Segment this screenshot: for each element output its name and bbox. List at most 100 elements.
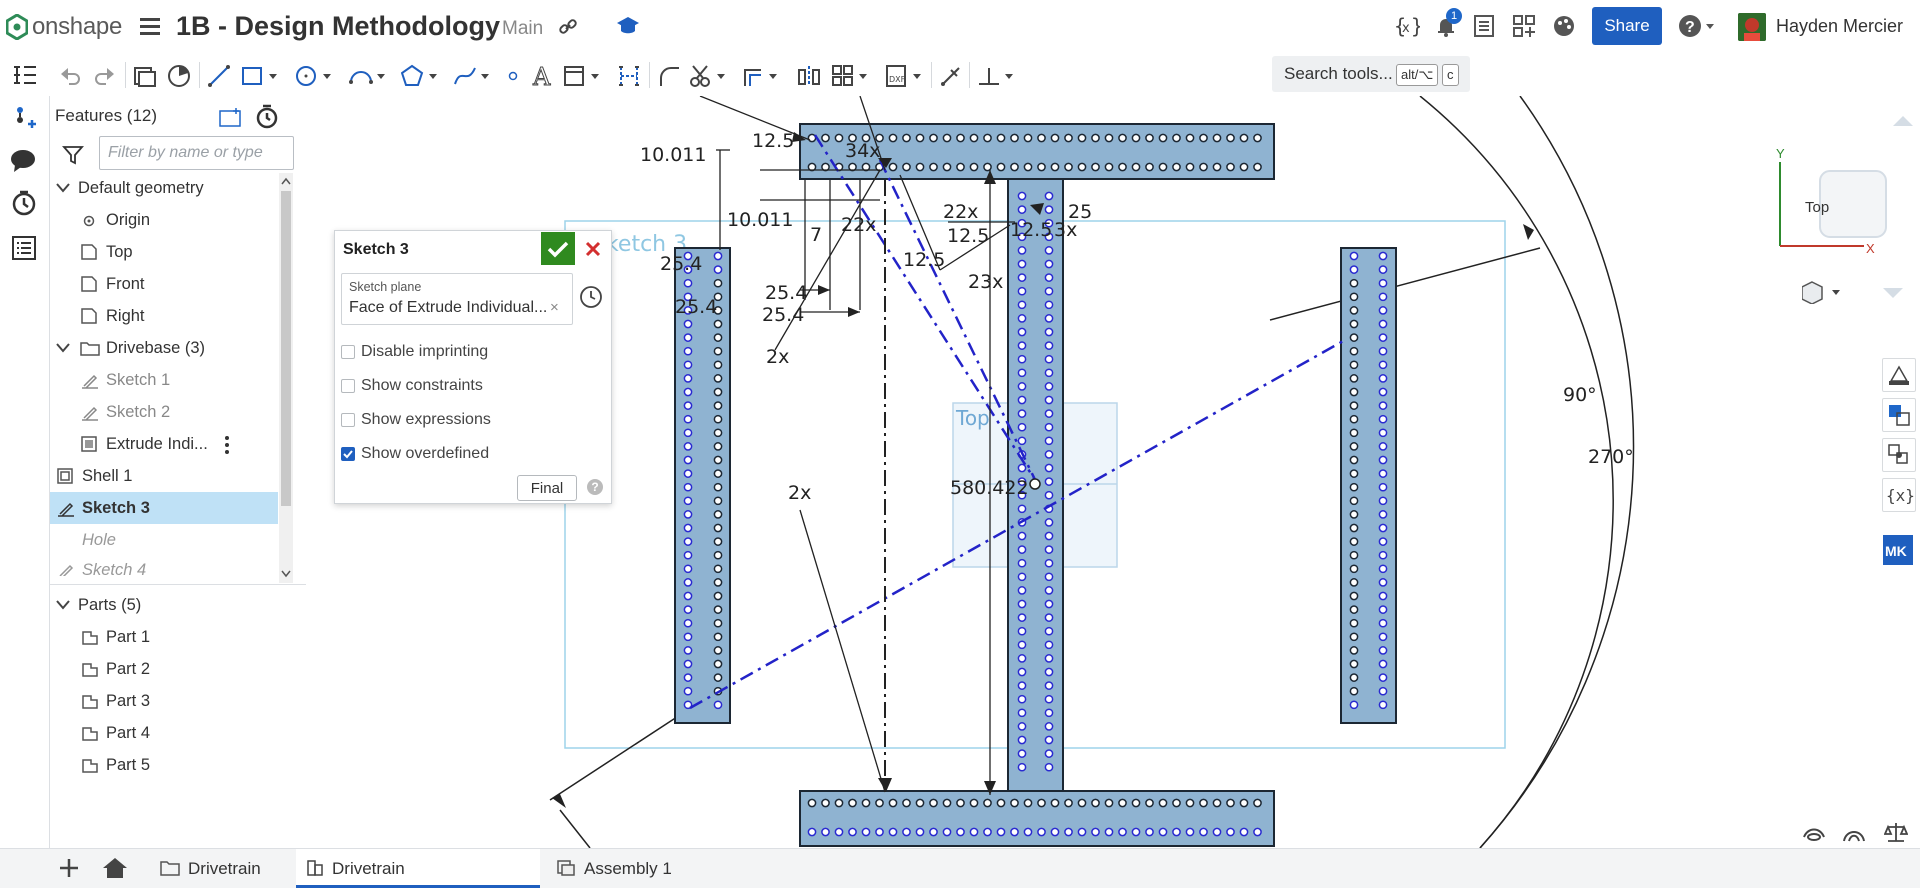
render-studio-icon[interactable] <box>1552 14 1576 38</box>
view-cube-face-label[interactable]: Top <box>1805 199 1830 216</box>
camera-icon[interactable] <box>1802 823 1826 843</box>
text-tool-icon[interactable]: A <box>531 64 557 88</box>
tab-folder-drivetrain[interactable]: Drivetrain <box>152 849 286 888</box>
history-icon[interactable] <box>10 190 38 218</box>
user-avatar[interactable] <box>1738 13 1766 41</box>
mass-properties-icon[interactable] <box>1884 821 1908 843</box>
history-icon[interactable] <box>579 285 603 309</box>
tree-item-top-plane[interactable]: Top <box>50 236 278 268</box>
app-store-icon[interactable] <box>1512 14 1536 38</box>
tree-item-right-plane[interactable]: Right <box>50 300 278 332</box>
search-tools-input[interactable]: Search tools... alt/⌥ c <box>1272 56 1470 92</box>
offset-tool-icon[interactable] <box>741 64 781 88</box>
insert-image-icon[interactable] <box>563 64 603 88</box>
tab-assembly-1[interactable]: Assembly 1 <box>548 849 792 888</box>
part-item[interactable]: Part 1 <box>50 621 278 653</box>
tab-partstudio-drivetrain[interactable]: Drivetrain <box>296 849 540 888</box>
circle-tool-icon[interactable] <box>295 64 335 88</box>
filter-icon[interactable] <box>62 144 84 166</box>
tree-folder-default-geometry[interactable]: Default geometry <box>50 172 278 204</box>
right-panel-mates[interactable] <box>1882 438 1916 472</box>
checkbox[interactable] <box>341 413 355 427</box>
tree-item-extrude[interactable]: Extrude Indi... <box>50 428 278 460</box>
mkcad-app-icon[interactable]: MK <box>1882 534 1916 568</box>
spline-tool-icon[interactable] <box>453 64 493 88</box>
variable-studio-icon[interactable]: {x} <box>1394 14 1420 38</box>
part-item[interactable]: Part 5 <box>50 749 278 781</box>
sketch-canvas[interactable]: Sketch 3 Top <box>306 96 1920 848</box>
redo-icon[interactable] <box>94 64 116 86</box>
import-dxf-icon[interactable]: DXF <box>885 64 925 88</box>
tree-item-hole[interactable]: Hole <box>50 524 278 556</box>
part-item[interactable]: Part 2 <box>50 653 278 685</box>
view-options-icon[interactable] <box>1802 280 1846 304</box>
configuration-icon[interactable] <box>10 104 38 132</box>
document-title[interactable]: 1B - Design Methodology <box>176 11 500 41</box>
checkbox[interactable] <box>341 345 355 359</box>
rectangle-tool-icon[interactable] <box>241 64 281 88</box>
tree-item-front-plane[interactable]: Front <box>50 268 278 300</box>
user-name[interactable]: Hayden Mercier <box>1776 16 1904 36</box>
feature-list-icon[interactable] <box>10 63 38 89</box>
measure-icon[interactable] <box>167 64 191 88</box>
clear-selection-icon[interactable]: × <box>550 299 559 316</box>
rollback-timer-icon[interactable] <box>254 104 280 130</box>
construction-icon[interactable] <box>617 64 641 88</box>
tree-item-sketch-1[interactable]: Sketch 1 <box>50 364 278 396</box>
point-tool-icon[interactable] <box>501 64 525 88</box>
branch-name[interactable]: Main <box>502 18 544 39</box>
help-icon[interactable]: ? <box>1678 14 1718 38</box>
view-cube[interactable]: Y X <box>1706 96 1920 306</box>
feature-tree-scrollbar[interactable] <box>279 173 293 583</box>
line-tool-icon[interactable] <box>207 64 231 88</box>
chevron-down-icon[interactable] <box>56 183 70 193</box>
onshape-logo[interactable]: onshape <box>6 13 122 41</box>
add-tab-icon[interactable] <box>58 857 80 879</box>
pattern-tool-icon[interactable] <box>831 64 871 88</box>
use-project-icon[interactable] <box>939 64 963 88</box>
checkbox-checked[interactable] <box>341 447 355 461</box>
constraint-perpendicular-icon[interactable] <box>977 64 1017 88</box>
tree-item-sketch-4[interactable]: Sketch 4 <box>50 556 278 576</box>
more-options-icon[interactable] <box>223 434 231 456</box>
right-panel-parts[interactable] <box>1882 398 1916 432</box>
tree-item-shell-1[interactable]: Shell 1 <box>50 460 278 492</box>
section-view-icon[interactable] <box>1842 823 1866 843</box>
comments-icon[interactable] <box>10 148 38 174</box>
tree-item-origin[interactable]: Origin <box>50 204 278 236</box>
link-icon[interactable] <box>558 17 578 37</box>
part-item[interactable]: Part 3 <box>50 685 278 717</box>
chevron-down-icon[interactable] <box>56 600 70 610</box>
home-icon[interactable] <box>102 857 128 879</box>
final-button[interactable]: Final <box>517 475 577 501</box>
menu-icon[interactable] <box>140 16 162 36</box>
feature-filter-input[interactable] <box>99 136 294 170</box>
mirror-tool-icon[interactable] <box>797 64 821 88</box>
checkbox[interactable] <box>341 379 355 393</box>
scroll-up-icon[interactable] <box>281 177 291 185</box>
trim-tool-icon[interactable] <box>689 64 729 88</box>
polygon-tool-icon[interactable] <box>401 64 441 88</box>
share-button[interactable]: Share <box>1592 7 1662 45</box>
chevron-down-icon[interactable] <box>56 343 70 353</box>
fillet-tool-icon[interactable] <box>657 64 681 88</box>
undo-icon[interactable] <box>59 64 81 86</box>
add-folder-icon[interactable] <box>218 106 244 128</box>
tree-item-sketch-2[interactable]: Sketch 2 <box>50 396 278 428</box>
arc-tool-icon[interactable] <box>349 64 389 88</box>
bill-of-materials-icon[interactable] <box>10 234 38 262</box>
right-panel-variables[interactable]: {x} <box>1882 478 1916 512</box>
confirm-button[interactable] <box>541 232 575 265</box>
tree-item-sketch-3[interactable]: Sketch 3 <box>50 492 278 524</box>
tree-folder-drivebase[interactable]: Drivebase (3) <box>50 332 278 364</box>
scrollbar-thumb[interactable] <box>281 191 291 506</box>
sketch-plane-field[interactable]: Sketch plane Face of Extrude Individual.… <box>341 273 573 325</box>
part-item[interactable]: Part 4 <box>50 717 278 749</box>
help-icon[interactable]: ? <box>587 479 603 495</box>
scroll-down-icon[interactable] <box>281 570 291 578</box>
right-panel-appearance[interactable] <box>1882 358 1916 392</box>
cancel-button[interactable] <box>579 235 607 263</box>
tasks-icon[interactable] <box>1472 14 1496 38</box>
tree-folder-parts[interactable]: Parts (5) <box>50 589 278 621</box>
sketch-tools-icon[interactable] <box>133 64 157 88</box>
